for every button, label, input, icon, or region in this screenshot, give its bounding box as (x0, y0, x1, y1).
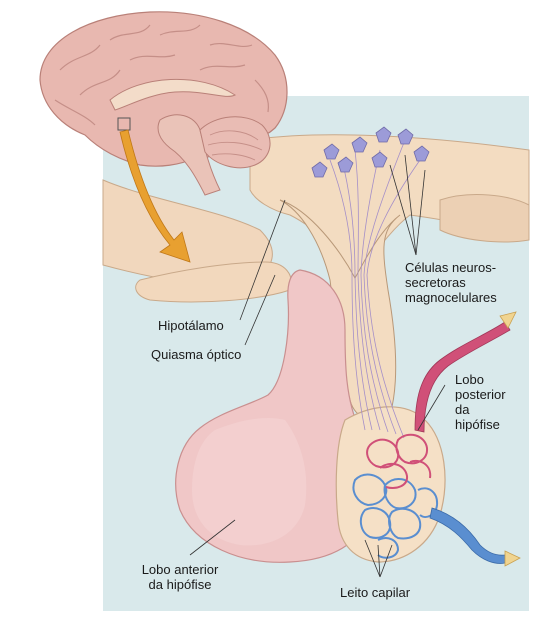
label-neurosecretory-line1: Células neuros- (405, 260, 497, 275)
label-posterior-line2: posterior (455, 387, 506, 402)
zoom-arrow (119, 129, 191, 263)
label-posterior-line3: da (455, 402, 470, 417)
label-hypothalamus: Hipotálamo (158, 318, 224, 333)
label-optic-chiasm: Quiasma óptico (151, 347, 242, 362)
capillary-bed-arterial (366, 433, 432, 489)
third-ventricle-fold (439, 194, 530, 243)
axon-bundle (329, 139, 421, 439)
artery-arrow (499, 311, 517, 329)
pituitary-locator-box (117, 117, 131, 131)
vein-arrow (504, 550, 521, 567)
anterior-lobe-inner (192, 418, 307, 546)
label-anterior-line1: Lobo anterior (141, 562, 219, 577)
label-posterior-line4: hipófise (455, 417, 500, 432)
artery (414, 321, 511, 433)
neurosecretory-cells (311, 126, 430, 178)
leader-lines (189, 154, 446, 578)
label-posterior-line1: Lobo (455, 372, 484, 387)
corpus-callosum (109, 79, 237, 111)
label-neurosecretory-cells: Células neuros- secretoras magnocelulare… (405, 260, 497, 305)
label-neurosecretory-line2: secretoras (405, 275, 466, 290)
label-posterior-lobe: Lobo posterior da hipófise (455, 372, 506, 432)
label-capillary-bed: Leito capilar (340, 585, 411, 600)
label-anterior-line2: da hipófise (148, 577, 212, 592)
label-neurosecretory-line3: magnocelulares (405, 290, 497, 305)
label-anterior-lobe: Lobo anterior da hipófise (125, 562, 235, 592)
brain-inset (39, 11, 288, 196)
capillary-bed-venous (352, 473, 439, 559)
brainstem (157, 114, 221, 196)
